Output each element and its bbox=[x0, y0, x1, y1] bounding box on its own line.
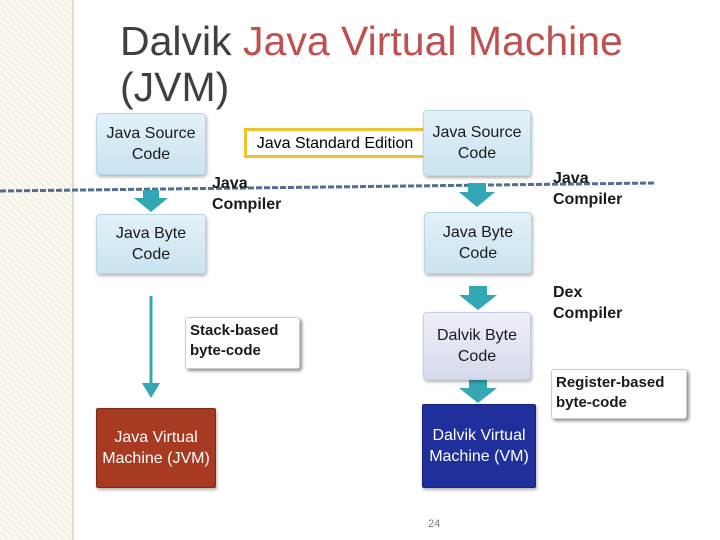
title-accent: Java Virtual Machine bbox=[243, 18, 623, 64]
java-standard-edition-label: Java Standard Edition bbox=[244, 128, 426, 158]
java-source-code-box-right: Java Source Code bbox=[423, 110, 531, 176]
decorative-strip bbox=[0, 0, 72, 540]
java-compiler-label-left: Java Compiler bbox=[212, 175, 282, 213]
java-compiler-label-right: Java Compiler bbox=[553, 170, 623, 208]
slide-title: Dalvik Java Virtual Machine (JVM) bbox=[120, 18, 680, 110]
page-number: 24 bbox=[428, 518, 441, 530]
arrow-dex bbox=[459, 286, 497, 310]
arrow-left-compile bbox=[134, 190, 168, 212]
jvm-box: Java Virtual Machine (JVM) bbox=[96, 408, 216, 488]
java-byte-code-box-left: Java Byte Code bbox=[96, 214, 206, 274]
register-based-callout: Register-based byte-code bbox=[551, 369, 687, 419]
separator-dashed-line bbox=[0, 181, 656, 193]
stack-based-callout: Stack-based byte-code bbox=[185, 317, 300, 369]
jvm-flow-arrowhead bbox=[142, 383, 160, 398]
title-main: Dalvik bbox=[120, 18, 244, 64]
java-byte-code-box-right: Java Byte Code bbox=[424, 212, 532, 274]
dex-compiler-label: Dex Compiler bbox=[553, 284, 623, 322]
strip-divider bbox=[72, 0, 74, 540]
arrow-dalvik-vm bbox=[459, 379, 497, 403]
dalvik-vm-box: Dalvik Virtual Machine (VM) bbox=[422, 404, 536, 488]
java-source-code-box-left: Java Source Code bbox=[96, 113, 206, 175]
title-tail: (JVM) bbox=[120, 64, 230, 110]
arrow-right-compile bbox=[459, 183, 495, 207]
dalvik-byte-code-box: Dalvik Byte Code bbox=[423, 312, 531, 380]
